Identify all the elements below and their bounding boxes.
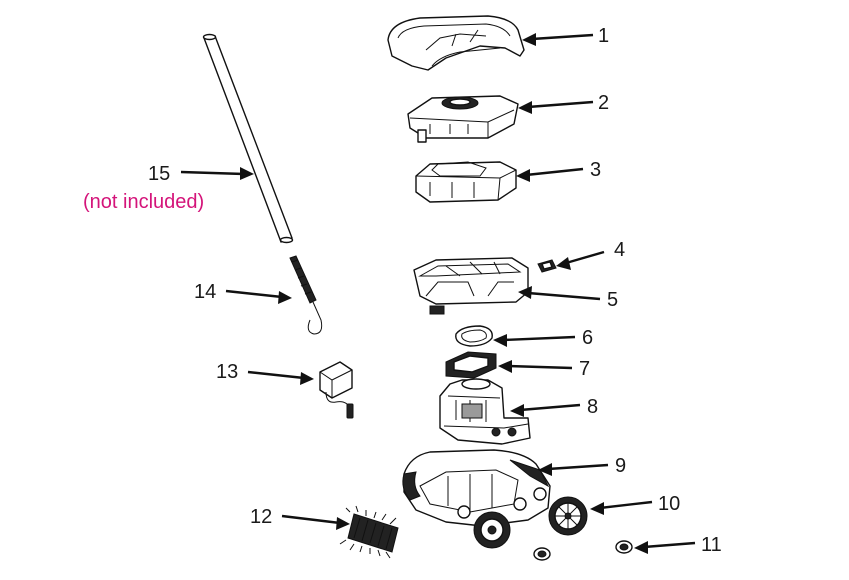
callout-labels: 1 2 3 4 5 6 7 8 9 10 11 12 13 14 15 (not…: [83, 25, 722, 556]
callout-label-6: 6: [582, 327, 593, 349]
arrow-13: [247, 370, 314, 385]
arrow-7: [498, 360, 573, 373]
part-15-pole: [202, 33, 294, 244]
arrow-1: [522, 33, 594, 46]
callout-label-3: 3: [590, 159, 601, 181]
callout-label-14: 14: [194, 281, 216, 303]
callout-label-2: 2: [598, 92, 609, 114]
arrow-14: [225, 289, 292, 304]
not-included-note: (not included): [83, 191, 204, 213]
callout-arrows: [180, 33, 696, 554]
callout-label-5: 5: [607, 289, 618, 311]
part-3-filter-basket: [415, 161, 517, 203]
callout-label-4: 4: [614, 239, 625, 261]
part-9-chassis-body: [402, 449, 551, 527]
part-9-front-wheel: [473, 511, 511, 549]
arrow-12: [281, 514, 350, 530]
callout-label-11: 11: [701, 534, 722, 556]
part-12-brush: [339, 505, 399, 559]
callout-label-10: 10: [658, 493, 680, 515]
callout-label-15: 15: [148, 163, 170, 185]
callout-label-1: 1: [598, 25, 609, 47]
arrow-11: [634, 541, 696, 554]
part-8-motor-block: [439, 378, 531, 445]
arrow-3: [516, 167, 584, 182]
arrow-4: [556, 250, 605, 270]
part-6-oval-seal: [455, 325, 493, 347]
part-1-top-handle: [387, 15, 525, 71]
part-13-power-supply: [319, 361, 354, 419]
arrow-15: [180, 167, 254, 180]
arrow-10: [590, 500, 653, 515]
part-11-wheel-cap: [533, 540, 633, 561]
callout-label-12: 12: [250, 506, 272, 528]
part-14-hook-handle: [289, 255, 323, 335]
part-7-square-seal: [445, 351, 497, 379]
part-2-top-cover: [407, 95, 519, 143]
part-5-filter-frame: [413, 257, 529, 315]
arrow-8: [510, 403, 581, 417]
arrow-2: [518, 100, 594, 114]
callout-label-13: 13: [216, 361, 238, 383]
part-10-wheel: [548, 496, 588, 536]
arrow-9: [538, 463, 609, 476]
callout-label-9: 9: [615, 455, 626, 477]
arrow-6: [493, 334, 576, 347]
part-4-small-gasket: [537, 259, 557, 273]
callout-label-7: 7: [579, 358, 590, 380]
callout-label-8: 8: [587, 396, 598, 418]
arrow-5: [518, 286, 601, 301]
